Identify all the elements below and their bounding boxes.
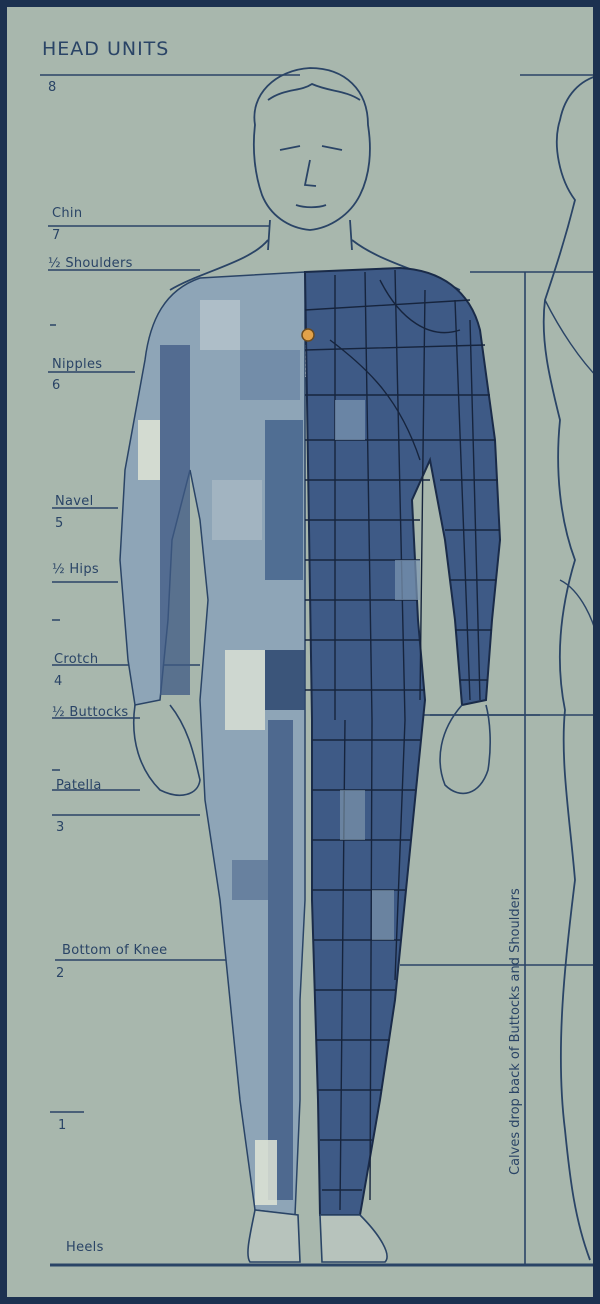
head-units-title: HEAD UNITS bbox=[42, 38, 169, 60]
side-figure-sketch bbox=[544, 75, 600, 1260]
label-crotch: Crotch bbox=[54, 652, 98, 667]
unit-number: 4 bbox=[54, 674, 62, 689]
label-chin: Chin bbox=[52, 206, 82, 221]
label-half-hips: ½ Hips bbox=[52, 562, 99, 577]
mesh-body-half bbox=[305, 268, 500, 1215]
unit-number: 1 bbox=[58, 1118, 66, 1133]
label-bottom-of-knee: Bottom of Knee bbox=[62, 943, 167, 958]
label-nipples: Nipples bbox=[52, 357, 102, 372]
label-half-buttocks: ½ Buttocks bbox=[52, 705, 129, 720]
label-half-shoulders: ½ Shoulders bbox=[48, 256, 133, 271]
label-patella: Patella bbox=[56, 778, 102, 793]
feet-sketch bbox=[248, 1210, 387, 1262]
label-heels: Heels bbox=[66, 1240, 104, 1255]
unit-number: 8 bbox=[48, 80, 56, 95]
head-sketch bbox=[254, 68, 370, 250]
label-navel: Navel bbox=[55, 494, 94, 509]
side-note-calves: Calves drop back of Buttocks and Shoulde… bbox=[508, 888, 523, 1175]
unit-number: 5 bbox=[55, 516, 63, 531]
unit-number: 3 bbox=[56, 820, 64, 835]
unit-number: 7 bbox=[52, 228, 60, 243]
unit-number: 6 bbox=[52, 378, 60, 393]
selected-vertex-marker bbox=[302, 329, 314, 341]
unit-number: 2 bbox=[56, 966, 64, 981]
